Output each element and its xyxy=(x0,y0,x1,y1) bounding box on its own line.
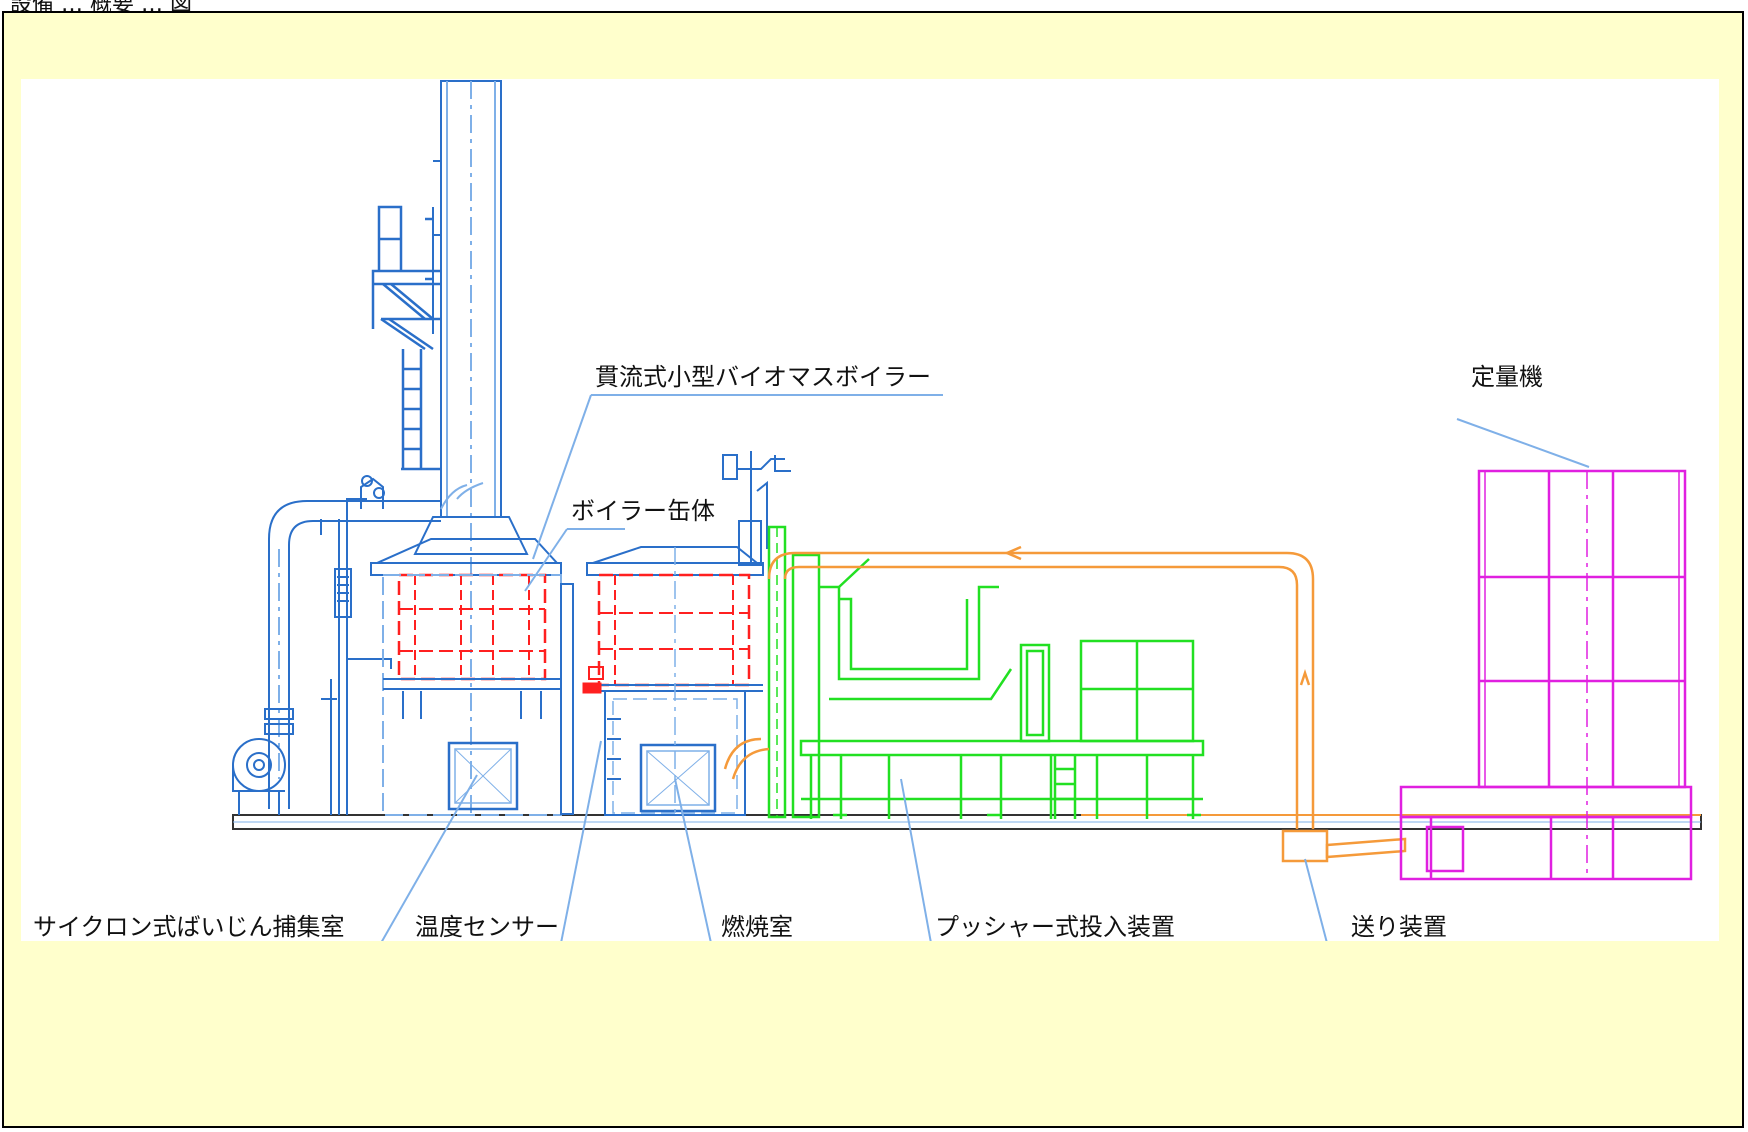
label-temp-sensor: 温度センサー xyxy=(415,913,559,941)
exhaust-duct-fan xyxy=(232,482,484,815)
label-metering: 定量機 xyxy=(1471,363,1543,391)
label-combustion: 燃焼室 xyxy=(721,913,793,941)
equipment-drawing: 貫流式小型バイオマスボイラー ボイラー缶体 定量機 サイクロン式ばいじん捕集室 … xyxy=(21,79,1719,941)
cyclone-unit xyxy=(370,538,562,816)
header-strip: 設備 … 概要 … 図 xyxy=(0,0,1748,11)
chimney xyxy=(413,80,529,819)
pusher-feeder xyxy=(767,525,1205,819)
label-pusher: プッシャー式投入装置 xyxy=(935,913,1175,941)
label-boiler: 貫流式小型バイオマスボイラー xyxy=(595,363,931,391)
transfer-duct xyxy=(723,545,1407,863)
boiler-unit xyxy=(560,451,791,819)
leader-lines xyxy=(380,394,1590,941)
label-cyclone: サイクロン式ばいじん捕集室 xyxy=(33,913,345,941)
label-boiler-shell: ボイラー缶体 xyxy=(571,497,715,525)
pusher-hopper xyxy=(838,558,870,588)
header-caption: 設備 … 概要 … 図 xyxy=(10,0,192,11)
base-beam xyxy=(232,814,1702,830)
instrument-piping xyxy=(320,475,392,815)
label-feeder: 送り装置 xyxy=(1351,913,1447,941)
figure-frame: 貫流式小型バイオマスボイラー ボイラー缶体 定量機 サイクロン式ばいじん捕集室 … xyxy=(2,11,1744,1128)
ladder-platform xyxy=(371,205,441,471)
equipment-svg: 貫流式小型バイオマスボイラー ボイラー缶体 定量機 サイクロン式ばいじん捕集室 … xyxy=(33,80,1702,941)
metering-feeder xyxy=(1399,469,1693,881)
